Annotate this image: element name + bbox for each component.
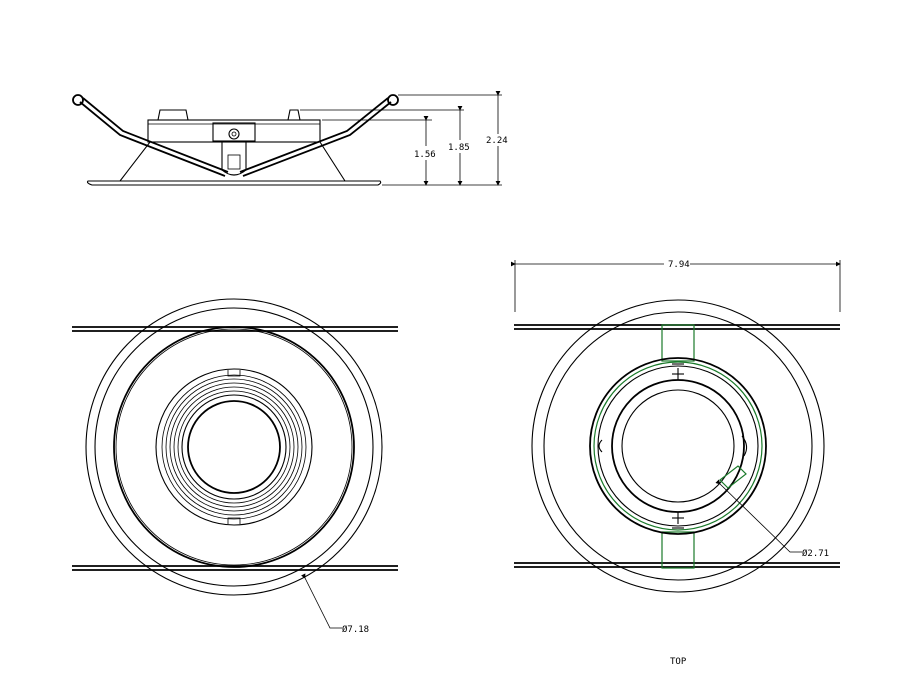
top-bracket: [661, 324, 695, 362]
view-label: TOP: [670, 657, 687, 667]
bottom-screw-icon: [672, 512, 684, 529]
baffle-outer: [155, 368, 313, 526]
tab-icon: [719, 465, 747, 489]
top-clip-left: [157, 109, 189, 121]
dim-width: 7.94: [668, 260, 690, 270]
center-bracket: [212, 122, 256, 142]
wire-loop-right-icon: [387, 94, 399, 106]
dim-height-2: 1.85: [448, 143, 470, 153]
housing-outer-ring: [589, 357, 767, 535]
dim-height-3: 2.24: [486, 136, 508, 146]
leader-diameter-outer: [301, 573, 342, 629]
dim-diameter-inner: Ø2.71: [802, 548, 829, 559]
leader-diameter-inner: [715, 479, 802, 553]
housing-inner-ring: [611, 379, 745, 513]
bottom-view: Ø7.18: [72, 298, 398, 635]
trim-inner-ring: [113, 326, 355, 568]
bottom-bracket: [661, 531, 695, 569]
side-view: 1.56 1.85 2.24: [72, 91, 508, 186]
top-view: 7.94 Ø2.71: [511, 260, 841, 593]
bracket-screw-icon: [228, 128, 240, 140]
outer-flange: [531, 299, 825, 593]
wire-loop-left-icon: [72, 94, 84, 106]
outer-trim-ring: [85, 298, 383, 596]
dim-diameter-outer: Ø7.18: [342, 624, 369, 635]
baffle-aperture: [187, 400, 281, 494]
spring-wire-left: [79, 101, 226, 177]
right-clip-icon: [741, 435, 748, 457]
spring-wire-right: [242, 101, 392, 177]
socket: [221, 141, 247, 176]
dim-height-1: 1.56: [414, 150, 436, 160]
top-clip-right: [287, 109, 301, 121]
top-screw-icon: [672, 363, 684, 380]
aperture-ring: [621, 389, 735, 503]
left-clip-icon: [598, 439, 603, 453]
flange-base: [86, 180, 382, 186]
housing-box: [147, 119, 321, 143]
